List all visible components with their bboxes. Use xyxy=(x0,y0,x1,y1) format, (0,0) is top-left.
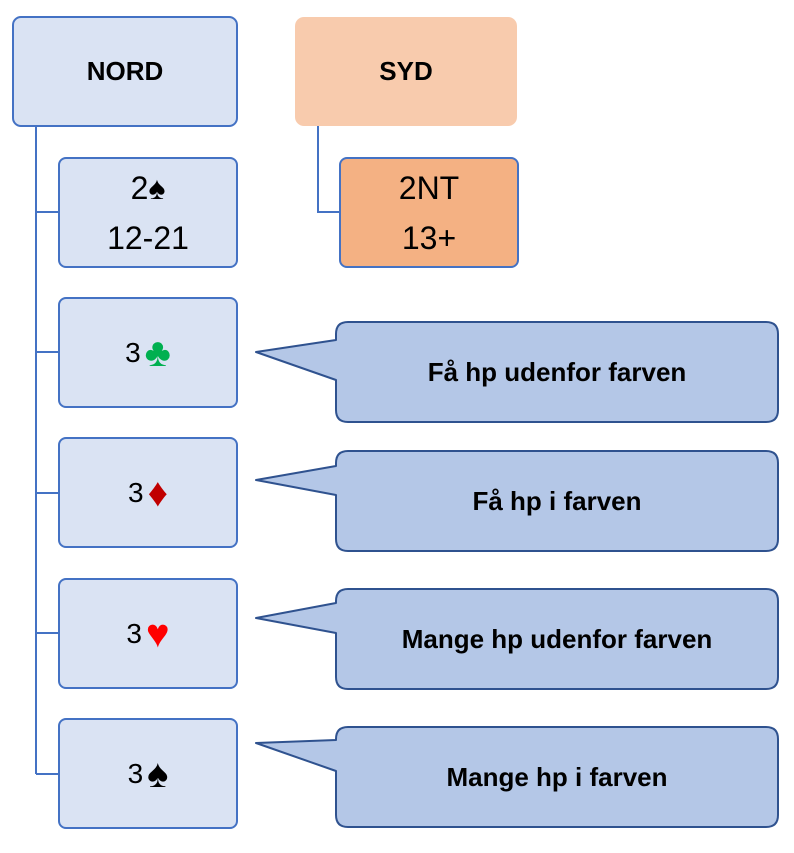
rebid-level: 3 xyxy=(126,617,142,649)
rebid-level: 3 xyxy=(127,757,144,789)
nord-header-box: NORD xyxy=(12,16,238,127)
rebid-level: 3 xyxy=(128,476,144,508)
syd-connector-line xyxy=(317,126,339,213)
rebid-box-spades: 3 ♠ xyxy=(58,718,238,829)
callout-spades xyxy=(255,726,779,828)
syd-response-bid: 2NT xyxy=(398,169,460,206)
rebid-box-clubs: 3 ♣ xyxy=(58,297,238,408)
opening-bid: 2♠ xyxy=(130,169,166,206)
diamond-suit-icon: ♦ xyxy=(147,470,168,515)
rebid-box-hearts: 3 ♥ xyxy=(58,578,238,689)
nord-label: NORD xyxy=(86,56,164,86)
callout-clubs xyxy=(255,321,779,423)
rebid-box-diamonds: 3 ♦ xyxy=(58,437,238,548)
syd-header-box: SYD xyxy=(295,17,517,126)
rebid-level: 3 xyxy=(125,336,141,368)
heart-suit-icon: ♥ xyxy=(145,611,170,656)
opening-bid-box: 2♠ 12-21 xyxy=(58,157,238,268)
syd-label: SYD xyxy=(379,56,433,86)
callout-hearts xyxy=(255,588,779,690)
syd-response-points: 13+ xyxy=(401,219,457,256)
spade-suit-icon: ♠ xyxy=(147,751,169,796)
callout-diamonds xyxy=(255,450,779,552)
opening-points: 12-21 xyxy=(107,219,189,256)
syd-response-box: 2NT 13+ xyxy=(339,157,519,268)
club-suit-icon: ♣ xyxy=(144,330,171,375)
